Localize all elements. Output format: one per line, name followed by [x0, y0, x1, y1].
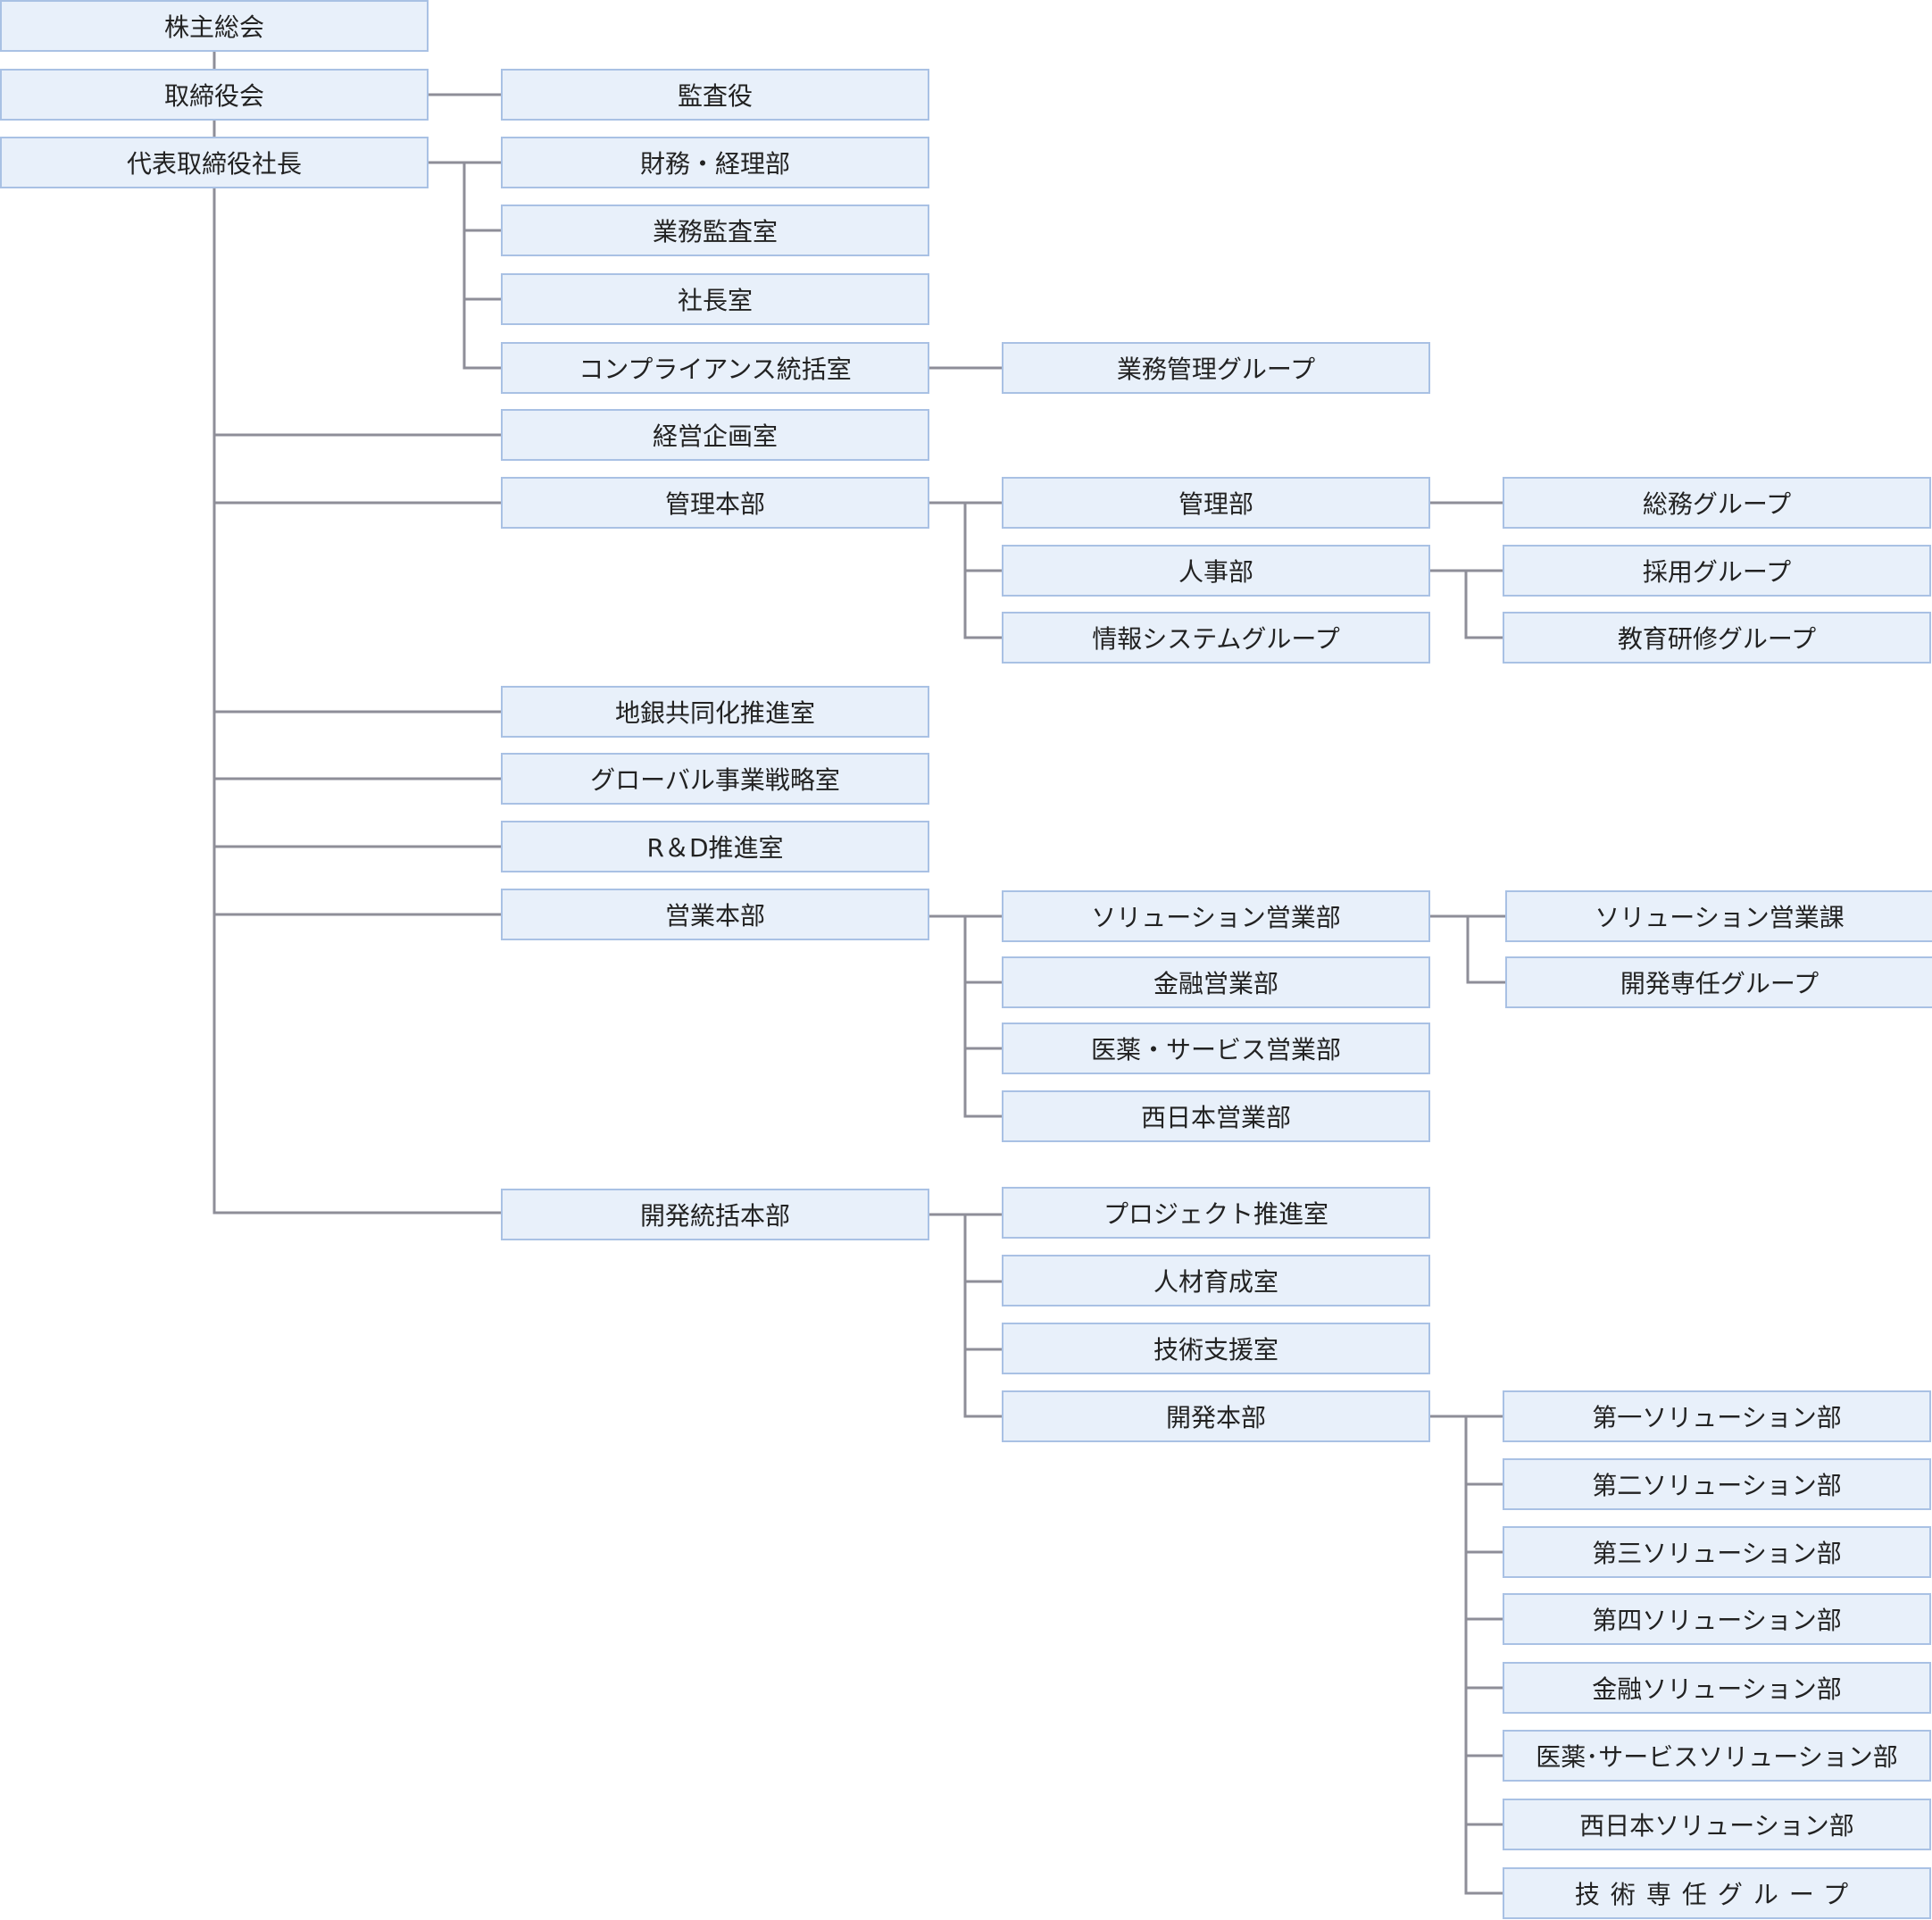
node-president: 代表取締役社長: [0, 137, 429, 188]
node-label: 地銀共同化推進室: [614, 698, 815, 728]
node-solution-dept-4: 第四ソリューション部: [1503, 1593, 1931, 1645]
node-solution-dept-3: 第三ソリューション部: [1503, 1526, 1931, 1578]
node-label: 株主総会: [163, 13, 264, 42]
node-recruitment-group: 採用グループ: [1503, 545, 1931, 597]
node-label: 人材育成室: [1153, 1267, 1278, 1297]
node-administration-hq: 管理本部: [501, 477, 929, 529]
node-pharma-service-solution-dept: 医薬･サービスソリューション部: [1503, 1730, 1931, 1782]
node-pharma-service-sales-dept: 医薬・サービス営業部: [1002, 1023, 1430, 1074]
node-board-of-directors: 取締役会: [0, 69, 429, 121]
node-internal-audit: 業務監査室: [501, 205, 929, 256]
node-training-group: 教育研修グループ: [1503, 612, 1931, 664]
node-label: 取締役会: [163, 81, 264, 111]
node-label: 第三ソリューション部: [1592, 1539, 1842, 1568]
node-label: 技術専任グループ: [1574, 1880, 1860, 1909]
node-label: 第四ソリューション部: [1592, 1606, 1842, 1635]
node-dev-integration-hq: 開発統括本部: [501, 1189, 929, 1240]
node-label: 教育研修グループ: [1617, 624, 1817, 654]
node-label: コンプライアンス統括室: [579, 355, 852, 384]
node-label: 経営企画室: [652, 422, 778, 451]
node-info-systems-group: 情報システムグループ: [1002, 612, 1430, 664]
node-label: 管理本部: [664, 489, 765, 519]
node-label: 開発専任グループ: [1620, 969, 1820, 998]
node-label: 代表取締役社長: [126, 149, 302, 179]
node-label: 技術支援室: [1153, 1335, 1278, 1365]
node-administration-dept: 管理部: [1002, 477, 1430, 529]
node-label: 西日本営業部: [1140, 1103, 1291, 1132]
node-label: 総務グループ: [1642, 489, 1792, 519]
node-development-hq: 開発本部: [1002, 1390, 1430, 1442]
node-shareholders-meeting: 株主総会: [0, 0, 429, 52]
node-sales-hq: 営業本部: [501, 889, 929, 940]
node-hr-dept: 人事部: [1002, 545, 1430, 597]
node-label: 第一ソリューション部: [1592, 1403, 1842, 1432]
node-compliance-office: コンプライアンス統括室: [501, 342, 929, 394]
node-west-japan-solution-dept: 西日本ソリューション部: [1503, 1799, 1931, 1850]
node-label: 業務管理グループ: [1116, 355, 1316, 384]
node-label: 監査役: [677, 81, 753, 111]
node-label: 西日本ソリューション部: [1579, 1811, 1854, 1841]
node-finance-sales-dept: 金融営業部: [1002, 956, 1430, 1008]
node-rd-office: R＆D推進室: [501, 821, 929, 872]
node-label: グローバル事業戦略室: [590, 765, 840, 795]
node-label: 医薬・サービス営業部: [1090, 1035, 1341, 1064]
node-business-management-group: 業務管理グループ: [1002, 342, 1430, 394]
node-label: R＆D推進室: [646, 833, 784, 863]
node-label: 営業本部: [664, 901, 765, 931]
node-label: 金融ソリューション部: [1592, 1674, 1842, 1704]
node-presidents-office: 社長室: [501, 273, 929, 325]
node-label: プロジェクト推進室: [1103, 1199, 1328, 1229]
node-finance-accounting: 財務・経理部: [501, 137, 929, 188]
node-label: 開発本部: [1165, 1403, 1266, 1432]
node-label: ソリューション営業部: [1091, 903, 1341, 932]
node-label: 人事部: [1178, 557, 1253, 587]
node-label: 財務・経理部: [639, 149, 790, 179]
node-label: ソリューション営業課: [1595, 903, 1845, 932]
node-label: 業務監査室: [652, 217, 778, 246]
node-west-japan-sales-dept: 西日本営業部: [1002, 1090, 1430, 1142]
node-label: 社長室: [677, 286, 753, 315]
node-tech-support-office: 技術支援室: [1002, 1323, 1430, 1374]
node-label: 第二ソリューション部: [1592, 1471, 1842, 1500]
node-solution-sales-dept: ソリューション営業部: [1002, 890, 1430, 942]
node-label: 金融営業部: [1153, 969, 1278, 998]
node-project-promotion-office: プロジェクト推進室: [1002, 1187, 1430, 1239]
node-auditor: 監査役: [501, 69, 929, 121]
node-finance-solution-dept: 金融ソリューション部: [1503, 1662, 1931, 1714]
node-corporate-planning: 経営企画室: [501, 409, 929, 461]
node-label: 管理部: [1178, 489, 1253, 519]
node-label: 採用グループ: [1642, 557, 1792, 587]
node-general-affairs-group: 総務グループ: [1503, 477, 1931, 529]
node-label: 情報システムグループ: [1092, 624, 1340, 654]
node-solution-sales-section: ソリューション営業課: [1505, 890, 1932, 942]
node-solution-dept-2: 第二ソリューション部: [1503, 1458, 1931, 1510]
node-label: 医薬･サービスソリューション部: [1536, 1742, 1898, 1772]
node-label: 開発統括本部: [639, 1201, 790, 1231]
node-solution-dept-1: 第一ソリューション部: [1503, 1390, 1931, 1442]
node-talent-development-office: 人材育成室: [1002, 1255, 1430, 1306]
node-global-strategy-office: グローバル事業戦略室: [501, 753, 929, 805]
node-dev-dedicated-group: 開発専任グループ: [1505, 956, 1932, 1008]
node-regional-bank-office: 地銀共同化推進室: [501, 686, 929, 738]
node-tech-dedicated-group: 技術専任グループ: [1503, 1867, 1931, 1919]
